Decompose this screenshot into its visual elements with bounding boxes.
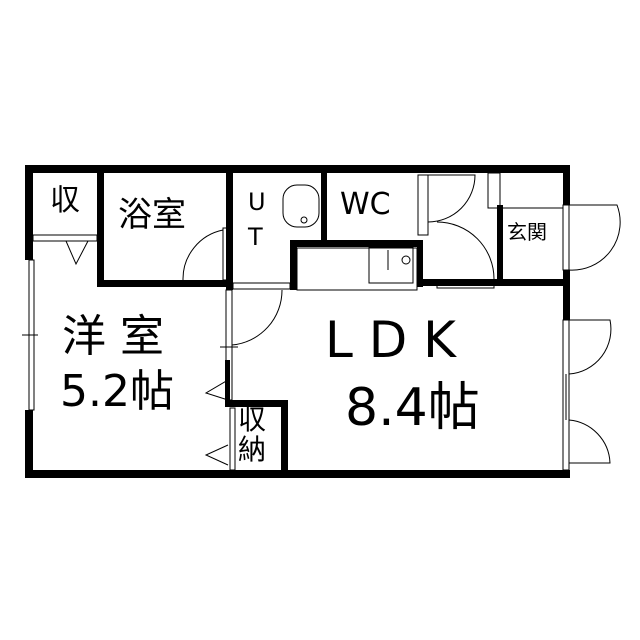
room-label-western: 洋 室 bbox=[62, 311, 164, 362]
room-label-ut-u: U bbox=[248, 188, 266, 216]
room-size-ldk: 8.4帖 bbox=[345, 378, 480, 438]
fixtures bbox=[22, 172, 621, 471]
room-label-ldk: L D K bbox=[325, 311, 456, 369]
room-label-wc: WC bbox=[340, 187, 391, 222]
room-label-bathroom: 浴室 bbox=[118, 195, 186, 235]
room-size-western: 5.2帖 bbox=[60, 366, 174, 417]
room-label-closet-1: 収 bbox=[238, 403, 267, 436]
room-label-storage: 収 bbox=[50, 183, 80, 218]
room-label-entrance: 玄関 bbox=[507, 220, 547, 244]
room-label-ut-t: T bbox=[248, 223, 263, 251]
room-label-closet-2: 納 bbox=[238, 433, 267, 466]
